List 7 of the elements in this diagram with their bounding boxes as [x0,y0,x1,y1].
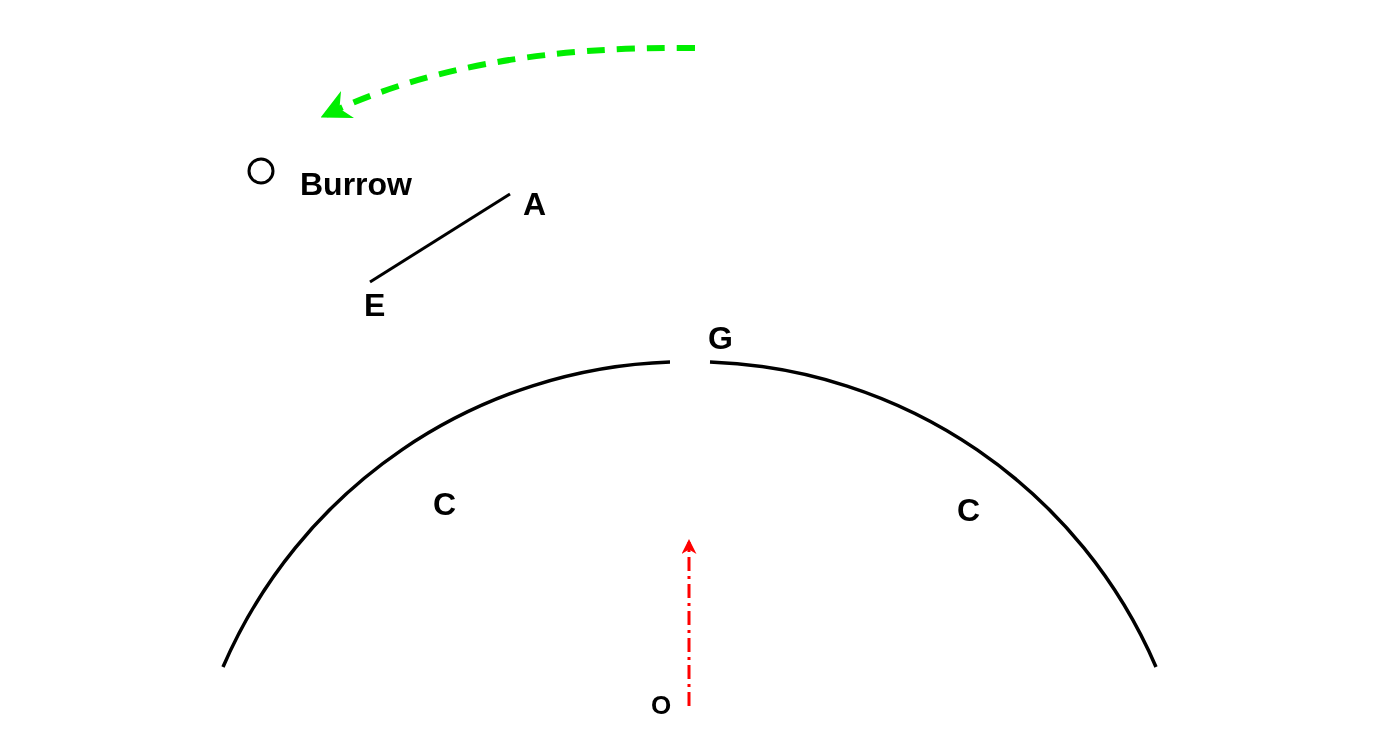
point-label: A [523,188,547,220]
point-label: C [433,488,457,520]
point-label: G [708,322,733,354]
point-label: E [364,289,386,321]
point-label: O [651,692,672,718]
label-text: Burrow [300,168,412,200]
point-label: C [957,494,981,526]
